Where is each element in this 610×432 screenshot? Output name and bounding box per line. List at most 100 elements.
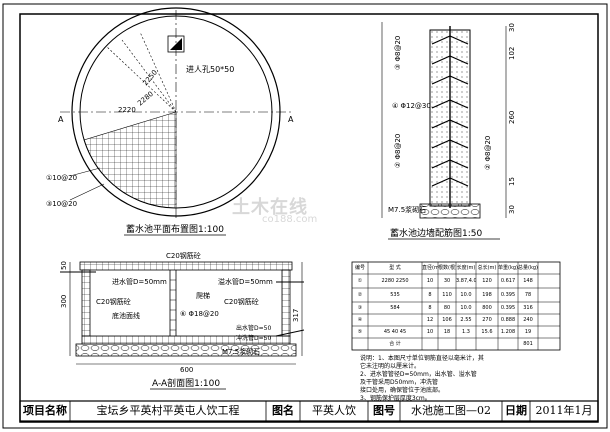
table-cell: 1.208 [500,329,516,335]
section-marker-left: A [58,115,64,124]
edge-label-2: ④ Φ12@30 [392,102,431,110]
rebar-table [351,261,561,351]
manhole [167,35,185,53]
section-title: A-A剖面图1:100 [152,377,220,389]
table-cell: 8 [428,305,432,311]
table-cell: 270 [482,317,492,323]
drawing-name: 平英人饮 [312,404,356,417]
rebar-label-3: ③10@20 [46,200,77,208]
table-cell: ⑤ [357,329,363,335]
table-cell: 110 [442,292,452,298]
watermark: 土木在线 [232,197,308,218]
edge-dim-30-top: 30 [508,23,516,32]
table-cell: 30 [443,278,451,284]
plan-title: 蓄水池平面布置图1:100 [126,223,224,235]
title-block [19,400,599,422]
cover-slab [79,261,293,271]
table-cell: ② [357,292,363,298]
edge-foundation-label: M7.5浆砌石 [388,205,426,214]
table-cell: 584 [390,305,400,311]
manhole-label: 进人孔50*50 [186,65,234,74]
table-cell: 800 [482,305,492,311]
chevron-bars [431,35,469,187]
table-cell: ① [357,278,363,284]
date-value: 2011年1月 [535,404,593,417]
note-line-4: 及干管采用D50mm，冲洗管 [360,379,438,386]
table-cell: 0.617 [500,278,516,284]
table-header-cell: 编号 [354,265,365,271]
note-line-5: 接口处用，确保管位于池底部。 [360,387,445,394]
title-block-dividers [69,401,531,421]
table-header-cell: 型 式 [389,265,401,271]
rebar-grid-quadrant [83,111,177,209]
edge-dim-260: 260 [508,111,516,124]
drain-label: 冲洗管D=50 [236,334,271,342]
table-cell: 12 [426,317,434,323]
watermark-sub: co188.com [262,214,318,225]
notes: 说明：1、本图尺寸单位钢筋直径以毫米计，其 它未注明的以厘米计。 2、进水管管径… [360,355,596,403]
table-cell: 10 [426,278,434,284]
rebar-center-label: ⑥ Φ18@20 [180,310,219,318]
table-cell: 0.395 [500,305,516,311]
table-cell: 1.3 [462,329,470,335]
section-marker-right: A [288,115,294,124]
table-cell: 10.0 [460,305,472,311]
overflow-label: 溢水管D=50mm [218,277,273,286]
edge-title: 蓄水池边墙配筋图1:50 [390,227,482,239]
outlet-pipe [275,329,305,337]
dim-600: 600 [180,366,193,374]
edge-label-1: ③ Φ8@20 [394,36,402,70]
drawing-label: 图名 [272,404,294,417]
edge-label-3: ② Φ8@20 [394,134,402,168]
table-header-cell: 总量(kg) [518,265,538,271]
edge-detail: ③ Φ8@20 ④ Φ12@30 ② Φ8@20 ② Φ8@20 30 102 … [381,22,516,240]
table-header-cell: 单重(kg) [498,265,518,271]
table-header-cell: 直径(mm) [422,265,438,271]
table-cell: 535 [390,292,400,298]
ladder-label: 爬梯 [196,291,210,300]
bottom-slab-label: 底池面线 [112,311,140,320]
table-header-cell: 总长(m) [477,265,497,271]
table-cell: 10.0 [460,292,472,298]
section-view: C20钢筋砼 进水管D=50mm 溢水管D=50mm 爬梯 C20钢筋砼 C20… [60,251,305,390]
table-header-cell: 根数(根) [438,265,456,271]
wall-left-label: C20钢筋砼 [96,297,131,306]
inlet-label: 进水管D=50mm [112,277,167,286]
footing [419,203,481,219]
table-cell: 148 [523,278,533,284]
dim-2250: 2250 [141,68,159,87]
stone-base [75,343,297,357]
table-cell: 0.888 [500,317,516,323]
edge-label-4: ② Φ8@20 [484,136,492,170]
edge-dim-15: 15 [508,177,516,186]
slab-label: C20钢筋砼 [166,251,201,260]
sheet-border [2,3,608,429]
title-block-border [19,400,599,422]
project-label: 项目名称 [23,404,67,417]
table-cell: 15.6 [481,329,493,335]
ladder-rungs [170,279,176,331]
table-total-value: 801 [523,341,533,347]
dim-2280: 2280 [136,90,155,108]
table-header-cell: 长度(m) [456,265,476,271]
table-cell: 240 [523,317,533,323]
table-cell: 8 [428,292,432,298]
base-label: M7.5浆砌石 [222,347,260,356]
project-name: 宝坛乡平英村平英屯人饮工程 [96,404,240,417]
table-cell: ③ [357,305,363,311]
note-line-6: 3、钢筋保护层厚度3cm。 [360,395,431,402]
dim-317: 317 [292,309,300,322]
table-cell: 80 [443,305,451,311]
table-cell: 0.395 [500,292,516,298]
leader-3 [69,183,105,201]
wall-left [81,269,91,337]
dim-300: 300 [60,295,68,308]
edge-dim-102: 102 [508,47,516,60]
table-cell: 120 [482,278,492,284]
table-cell: 106 [442,317,452,323]
table-total-label: 合 计 [389,341,401,347]
dim-50: 50 [60,261,68,270]
table-cell: ④ [357,317,363,323]
table-cell: 198 [482,292,492,298]
